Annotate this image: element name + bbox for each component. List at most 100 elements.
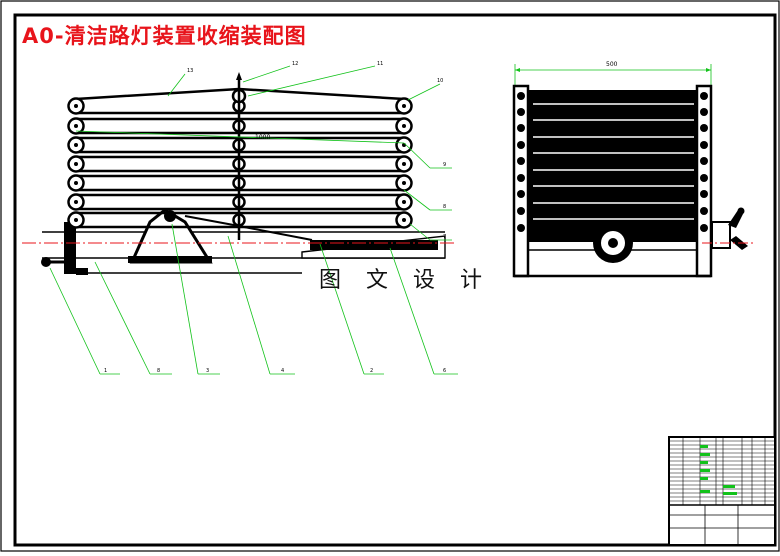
column-knob-left	[517, 190, 525, 198]
part-label-3: 3	[206, 368, 209, 374]
rod-right-segment	[239, 211, 404, 229]
left-foot	[76, 268, 88, 275]
column-knob-right	[700, 207, 708, 215]
column-knob-left	[517, 224, 525, 232]
centre-post-tip	[236, 72, 242, 80]
leader-11	[247, 65, 376, 97]
leader-13	[167, 73, 186, 97]
title-block-entry	[700, 445, 708, 448]
part-label-9: 9	[443, 162, 446, 168]
wheel-axle	[608, 238, 618, 248]
part-label-12: 12	[292, 61, 298, 67]
leader-8b	[403, 189, 431, 211]
column-knob-right	[700, 108, 708, 116]
leader-3b	[171, 223, 199, 375]
part-label-7: 7	[443, 234, 446, 240]
part-label-10: 10	[437, 78, 443, 84]
leader-2b	[319, 243, 365, 375]
rod-pin-right	[402, 181, 406, 185]
dimension-length: 1000	[255, 134, 270, 141]
rod-pin-right	[402, 124, 406, 128]
title-block-entry	[700, 469, 710, 472]
part-label-11: 11	[377, 61, 383, 67]
watermark-text: 图 文 设 计	[319, 268, 491, 293]
left-bracket	[64, 222, 76, 274]
title-block-entry	[700, 477, 708, 480]
column-knob-left	[517, 207, 525, 215]
rod-right-segment	[239, 193, 404, 211]
dimension-width: 500	[606, 61, 618, 68]
column-knob-right	[700, 174, 708, 182]
title-block-entry	[723, 492, 737, 495]
drawing-title: A0-清洁路灯装置收缩装配图	[22, 24, 307, 48]
rod-pin-left	[74, 162, 78, 166]
dimension-arrow-left	[515, 68, 520, 72]
leader-6b	[389, 247, 435, 375]
rod-pin-right	[402, 143, 406, 147]
leader-9b	[403, 142, 431, 169]
side-view: 500	[512, 61, 756, 278]
rod-left-segment	[75, 87, 240, 115]
column-knob-right	[700, 141, 708, 149]
rod-right-segment	[239, 155, 404, 173]
crank-box	[711, 221, 731, 249]
leader-8d	[94, 261, 151, 375]
link-to-wedge	[238, 225, 313, 241]
column-knob-right	[700, 92, 708, 100]
rod-right-segment	[239, 117, 404, 135]
column-knobs	[517, 92, 708, 232]
rod-pin-right	[402, 104, 406, 108]
column-knob-right	[700, 124, 708, 132]
rod-pin-left	[74, 143, 78, 147]
scissor-rods	[67, 87, 413, 241]
dimension-arrow-right	[706, 68, 711, 72]
part-label-4: 4	[281, 368, 284, 374]
part-label-8-upper: 8	[443, 204, 446, 210]
title-block-entry	[700, 490, 710, 493]
dimension-line-length	[75, 130, 405, 144]
inner-border	[13, 13, 777, 547]
column-knob-left	[517, 174, 525, 182]
rod-left-segment	[76, 136, 239, 154]
column-knob-right	[700, 157, 708, 165]
rod-pin-left	[74, 124, 78, 128]
part-label-8: 8	[157, 368, 160, 374]
leader-12	[242, 65, 291, 83]
column-knob-left	[517, 124, 525, 132]
rod-left-segment	[76, 155, 239, 173]
leader-lines	[49, 65, 458, 375]
support-foot	[128, 256, 212, 263]
rod-pin-left	[74, 200, 78, 204]
rod-pin-left	[74, 218, 78, 222]
rod-left-segment	[76, 211, 239, 229]
title-block-grid	[669, 437, 775, 545]
rod-pin-left	[74, 104, 78, 108]
rod-right-segment	[239, 174, 404, 192]
column-knob-left	[517, 157, 525, 165]
rod-pin-right	[402, 218, 406, 222]
front-view: 1000	[22, 72, 455, 275]
leader-10	[407, 83, 441, 101]
title-block	[668, 436, 776, 546]
link-to-support	[184, 215, 240, 227]
crank-knob	[737, 207, 745, 215]
title-block-entry	[723, 485, 735, 488]
column-knob-right	[700, 224, 708, 232]
rod-pin-right	[402, 200, 406, 204]
rod-right-segment	[238, 87, 405, 115]
part-label-6: 6	[443, 368, 446, 374]
column-knob-left	[517, 92, 525, 100]
leader-4b	[227, 235, 271, 375]
rod-left-segment	[76, 174, 239, 192]
leader-7b	[409, 223, 431, 241]
title-block-frame	[668, 436, 776, 546]
column-knob-left	[517, 141, 525, 149]
rod-stack-stripes	[533, 103, 694, 220]
wedge-slider	[310, 240, 438, 250]
part-label-2: 2	[370, 368, 373, 374]
part-labels: 13 12 11 10 9 8 7 1 8 3 4 2 6	[104, 61, 446, 374]
rod-stack	[529, 90, 698, 242]
leader-1b	[49, 267, 101, 375]
